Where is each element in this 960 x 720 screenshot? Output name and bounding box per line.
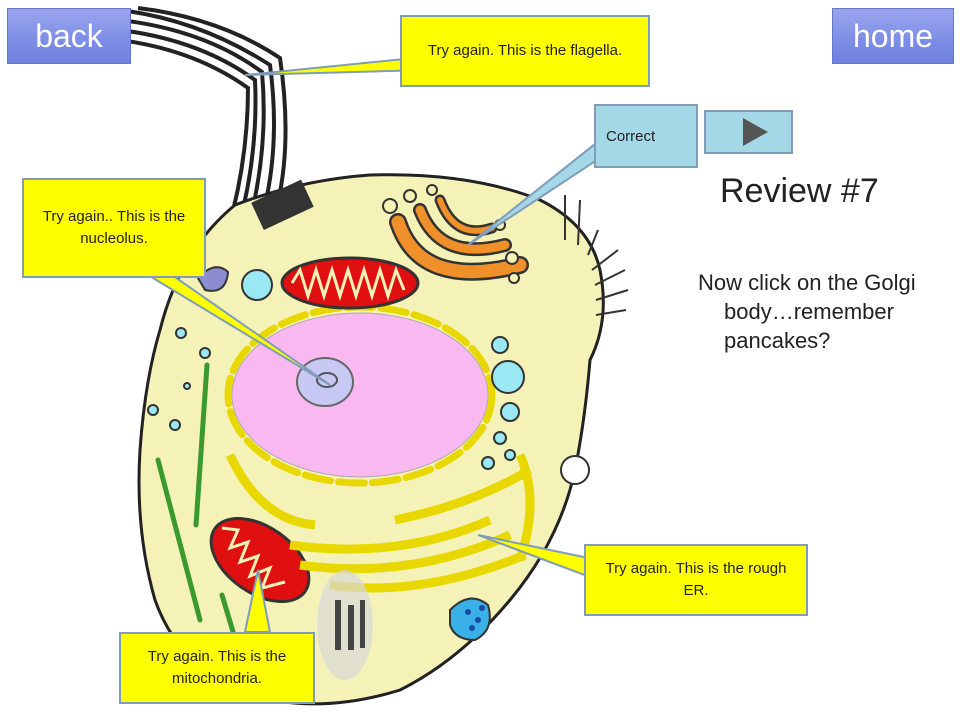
golgi-body[interactable] [389,194,529,281]
mitochondrion-bottom[interactable] [196,501,324,618]
rough-er-callout[interactable]: Try again. This is the rough ER. [584,544,808,616]
question-prompt: Now click on the Golgi body…remember pan… [698,270,916,353]
flagellum[interactable] [119,6,288,212]
page-title: Review #7 [720,172,879,210]
mitochondria-callout[interactable]: Try again. This is the mitochondria. [119,632,315,704]
next-slide-button[interactable] [704,110,793,154]
vesicles[interactable] [147,269,525,470]
flagella-callout[interactable]: Try again. This is the flagella. [400,15,650,87]
mitochondrion-top[interactable] [280,256,420,310]
correct-callout[interactable]: Correct [594,104,698,168]
home-button[interactable]: home [832,8,954,64]
play-triangle-icon [743,118,768,146]
nucleus[interactable] [231,312,489,478]
nucleolus-callout[interactable]: Try again.. This is the nucleolus. [22,178,206,278]
back-button[interactable]: back [7,8,131,64]
centrosome[interactable] [317,570,373,680]
